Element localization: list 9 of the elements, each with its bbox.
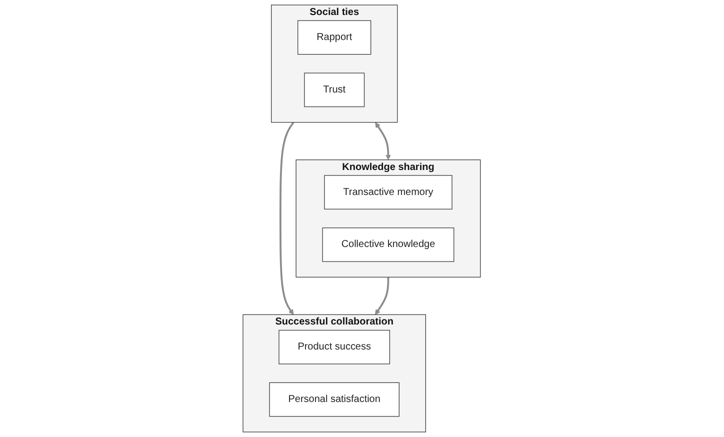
node-box: Rapport	[298, 20, 372, 55]
node-box: Collective knowledge	[322, 228, 454, 262]
node-box: Trust	[304, 72, 365, 108]
arrow	[375, 122, 392, 160]
arrow	[375, 277, 390, 315]
node-box: Personal satisfaction	[270, 382, 400, 417]
node-box: Transactive memory	[324, 175, 453, 210]
node-box: Product success	[278, 330, 390, 364]
arrow	[280, 122, 295, 315]
